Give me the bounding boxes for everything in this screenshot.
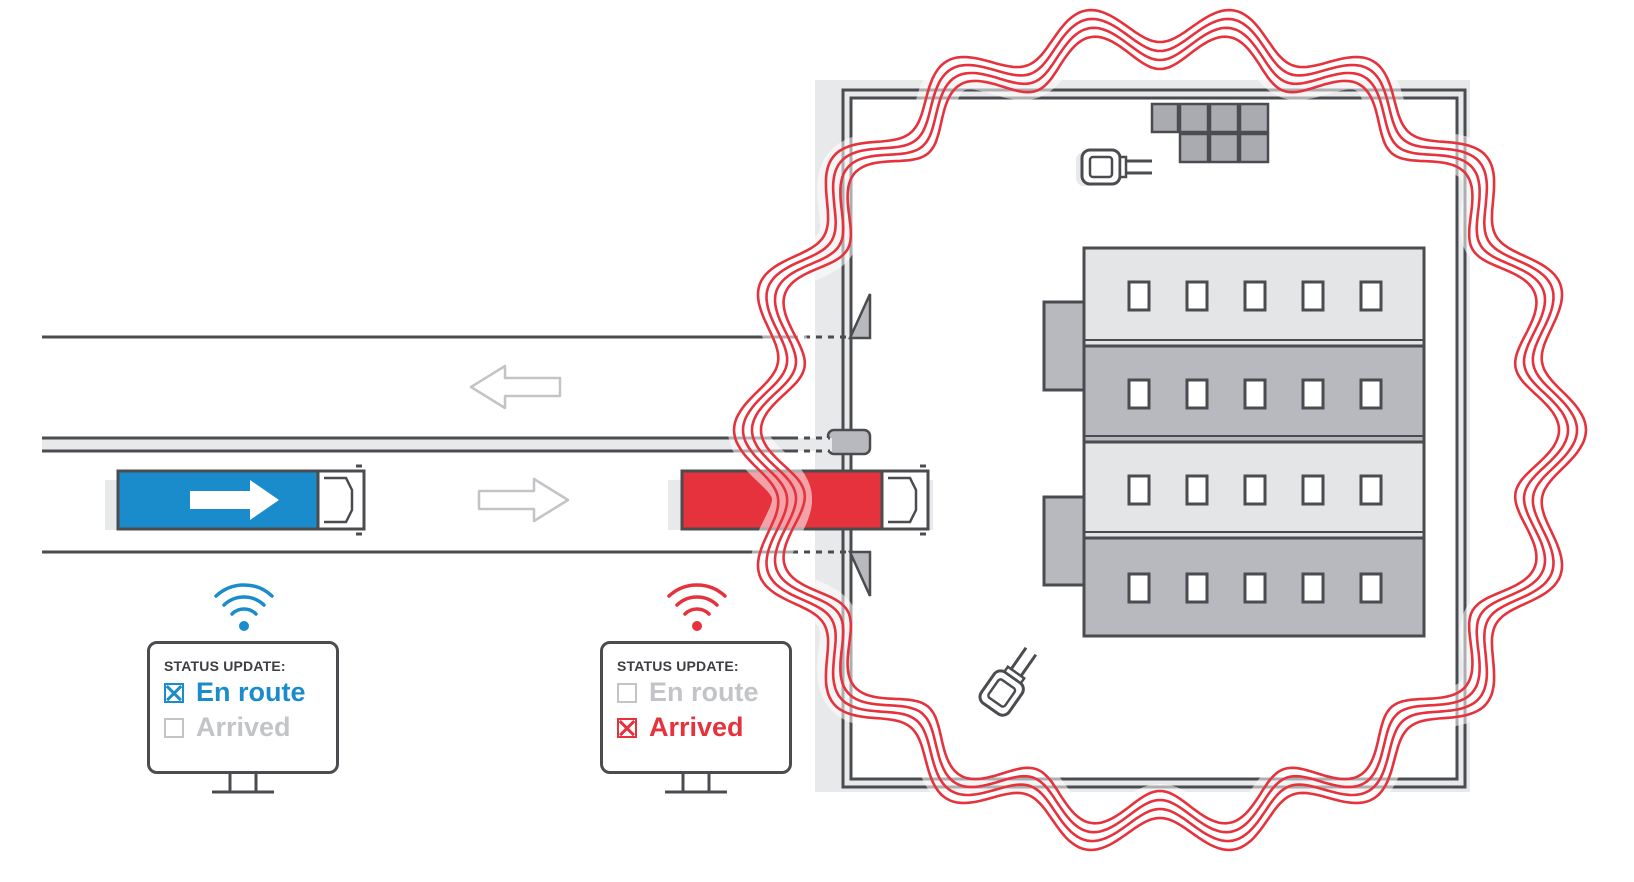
unchecked-checkbox-icon xyxy=(164,717,184,738)
window xyxy=(1359,378,1383,410)
status-option-arrived: Arrived xyxy=(164,711,322,744)
geofence-ring xyxy=(759,35,1561,825)
arrow-right-icon xyxy=(477,477,570,523)
monitor-title: STATUS UPDATE: xyxy=(164,658,286,674)
checked-checkbox-icon xyxy=(164,682,184,703)
arrow-left-icon xyxy=(469,364,562,410)
solar-panel-icon xyxy=(1150,102,1270,164)
gate-post-bottom xyxy=(848,550,872,597)
window xyxy=(1243,280,1267,312)
window xyxy=(1127,378,1151,410)
unchecked-checkbox-icon xyxy=(617,682,637,703)
window xyxy=(1127,280,1151,312)
window xyxy=(1301,280,1325,312)
window xyxy=(1243,474,1267,506)
status-label: En route xyxy=(196,677,306,707)
status-option-arrived: Arrived xyxy=(617,711,775,744)
geofence-ring xyxy=(750,26,1570,834)
geofence-ring xyxy=(732,8,1588,852)
wifi-signal-icon xyxy=(667,583,727,631)
window xyxy=(1127,474,1151,506)
window xyxy=(1185,572,1209,604)
gate-sensor xyxy=(826,428,872,456)
gps-tracker-icon xyxy=(978,646,1038,717)
window xyxy=(1359,572,1383,604)
status-option-en-route: En route xyxy=(164,676,322,709)
status-label: Arrived xyxy=(196,712,291,742)
window xyxy=(1301,474,1325,506)
window xyxy=(1185,378,1209,410)
gate-post-top xyxy=(848,293,872,340)
window xyxy=(1243,572,1267,604)
window xyxy=(1243,378,1267,410)
geofence-halo xyxy=(727,3,1593,857)
window xyxy=(1127,572,1151,604)
geofence-ring xyxy=(741,17,1579,843)
checked-checkbox-icon xyxy=(617,717,637,738)
window xyxy=(1359,474,1383,506)
gps-tracker-icon xyxy=(1076,148,1152,186)
road xyxy=(42,335,850,554)
window xyxy=(1185,474,1209,506)
window xyxy=(1185,280,1209,312)
window xyxy=(1359,280,1383,312)
monitor-title: STATUS UPDATE: xyxy=(617,658,739,674)
status-label: En route xyxy=(649,677,759,707)
truck-icon xyxy=(105,464,366,536)
status-label: Arrived xyxy=(649,712,744,742)
window xyxy=(1301,378,1325,410)
geofence-boundary-icon xyxy=(727,3,1593,857)
wifi-signal-icon xyxy=(214,583,274,631)
status-monitor-en-route: STATUS UPDATE: En route Arrived xyxy=(147,641,339,774)
window xyxy=(1301,572,1325,604)
status-option-en-route: En route xyxy=(617,676,775,709)
status-monitor-arrived: STATUS UPDATE: En route Arrived xyxy=(600,641,792,774)
building-windows xyxy=(1127,280,1383,604)
